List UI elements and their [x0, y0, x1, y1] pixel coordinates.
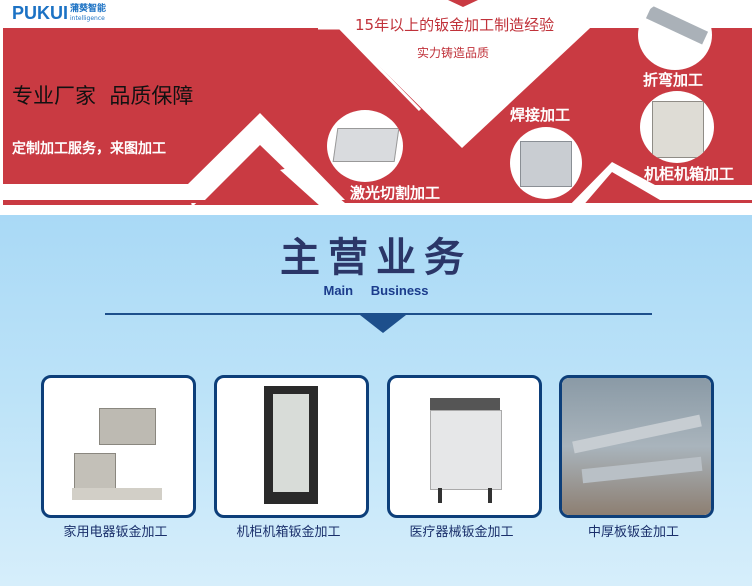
card-caption: 家用电器钣金加工: [63, 525, 168, 540]
slogan: 专业厂家 品质保障: [12, 84, 194, 108]
cabinet-image: [640, 91, 714, 163]
quality-text: 实力铸造品质: [417, 46, 490, 60]
service-label-welding: 焊接加工: [510, 106, 571, 124]
banner-subtitle: 定制加工服务，来图加工: [12, 141, 166, 157]
card-home-appliance[interactable]: [41, 375, 196, 518]
card-caption: 医疗器械钣金加工: [409, 525, 514, 540]
logo-mark: PUKUI: [12, 3, 69, 23]
card-medical[interactable]: [387, 375, 542, 518]
section-subtitle: Main Business: [323, 283, 429, 298]
service-label-cabinet: 机柜机箱加工: [644, 165, 735, 183]
bending-image: [638, 0, 712, 70]
welding-image: [510, 127, 582, 199]
experience-text: 15年以上的钣金加工制造经验: [355, 16, 555, 34]
section-title: 主营业务: [280, 234, 472, 281]
logo-cn: 蒲葵智能: [70, 3, 107, 14]
service-label-laser: 激光切割加工: [350, 184, 441, 202]
divider-arrow-icon: [360, 315, 406, 333]
card-thick-plate[interactable]: [559, 375, 714, 518]
logo: PUKUI 蒲葵智能 intelligence: [12, 2, 106, 24]
service-label-bending: 折弯加工: [643, 71, 704, 89]
laser-cutting-image: [327, 110, 403, 182]
logo-en: intelligence: [70, 14, 105, 22]
card-caption: 机柜机箱钣金加工: [236, 525, 341, 540]
main-business-section: 主营业务 Main Business 家用电器钣金加工 机柜机箱钣金加工 医疗器…: [0, 215, 752, 586]
card-caption: 中厚板钣金加工: [587, 525, 679, 540]
divider: [105, 313, 652, 315]
card-cabinet[interactable]: [214, 375, 369, 518]
banner: PUKUI 蒲葵智能 intelligence 专业厂家 品质保障 定制加工服务…: [0, 0, 752, 215]
